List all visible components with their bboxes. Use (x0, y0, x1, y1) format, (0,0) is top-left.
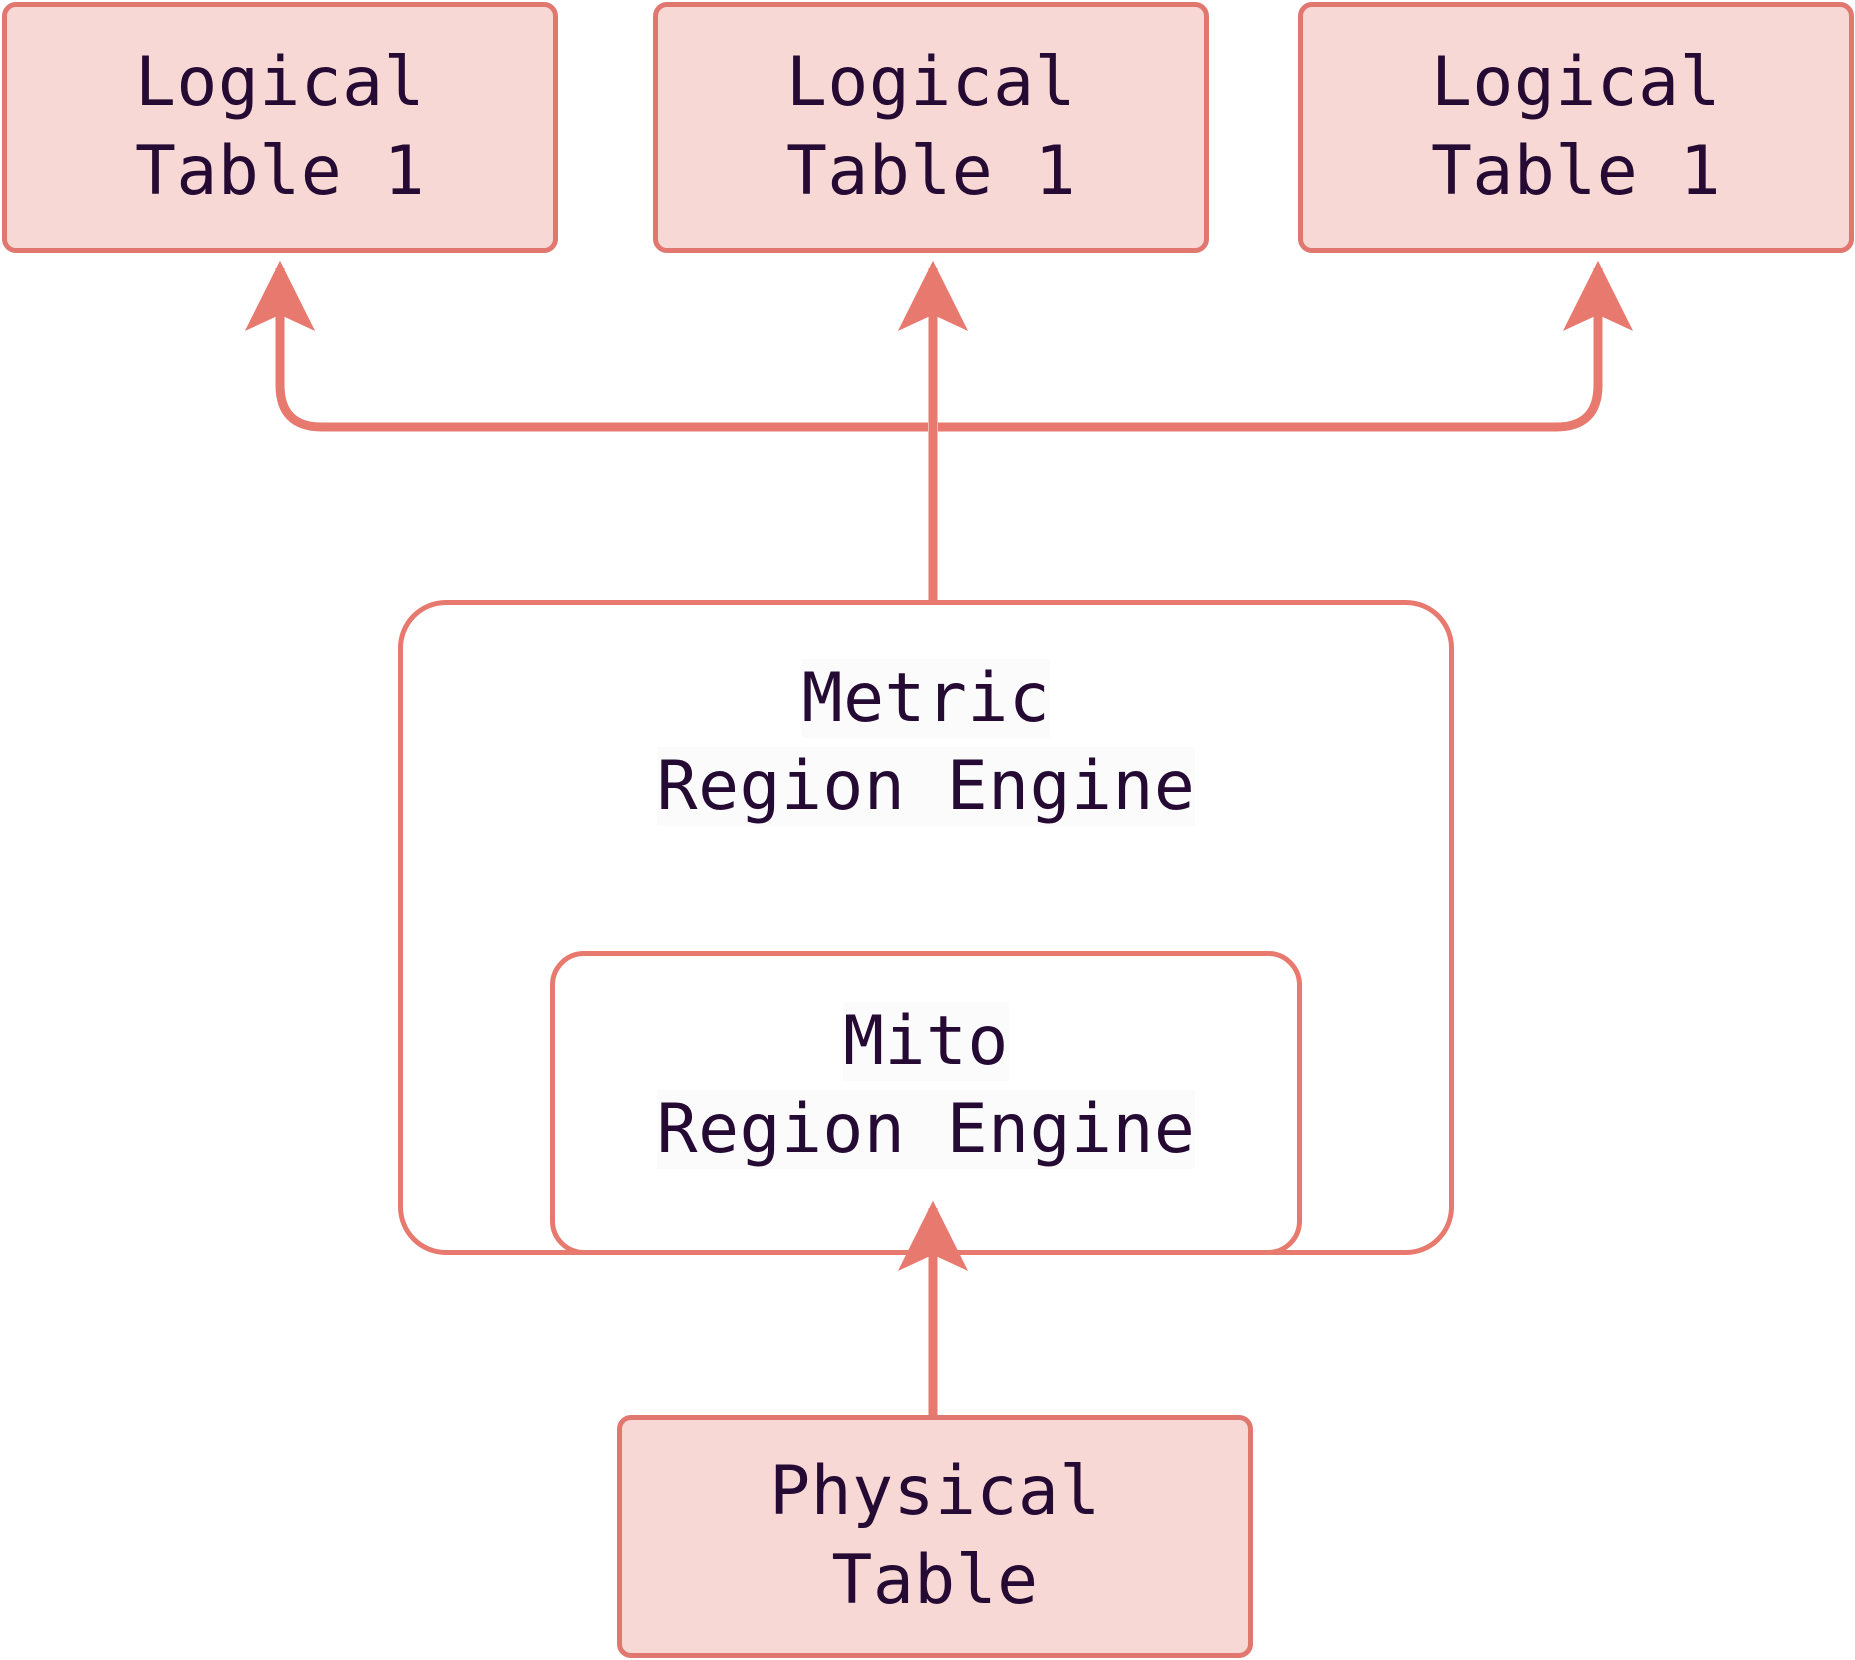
node-logical-table-3-label: Logical Table 1 (1430, 43, 1722, 211)
node-logical-table-1[interactable]: Logical Table 1 (2, 2, 558, 253)
node-logical-table-2-label: Logical Table 1 (785, 43, 1077, 211)
node-logical-table-3[interactable]: Logical Table 1 (1298, 2, 1854, 253)
metric-title-line1: Metric (801, 659, 1051, 738)
node-physical-table[interactable]: Physical Table (617, 1415, 1253, 1658)
metric-title-line2: Region Engine (656, 747, 1196, 827)
node-logical-table-1-label: Logical Table 1 (134, 43, 426, 211)
mito-title-line1: Mito (843, 1002, 1009, 1081)
node-logical-table-2[interactable]: Logical Table 1 (653, 2, 1209, 253)
mito-title-line2: Region Engine (656, 1090, 1196, 1170)
edge-junction-to-logical-1 (244, 260, 928, 432)
edge-junction-to-logical-3 (938, 260, 1634, 432)
node-physical-table-label: Physical Table (769, 1452, 1101, 1620)
